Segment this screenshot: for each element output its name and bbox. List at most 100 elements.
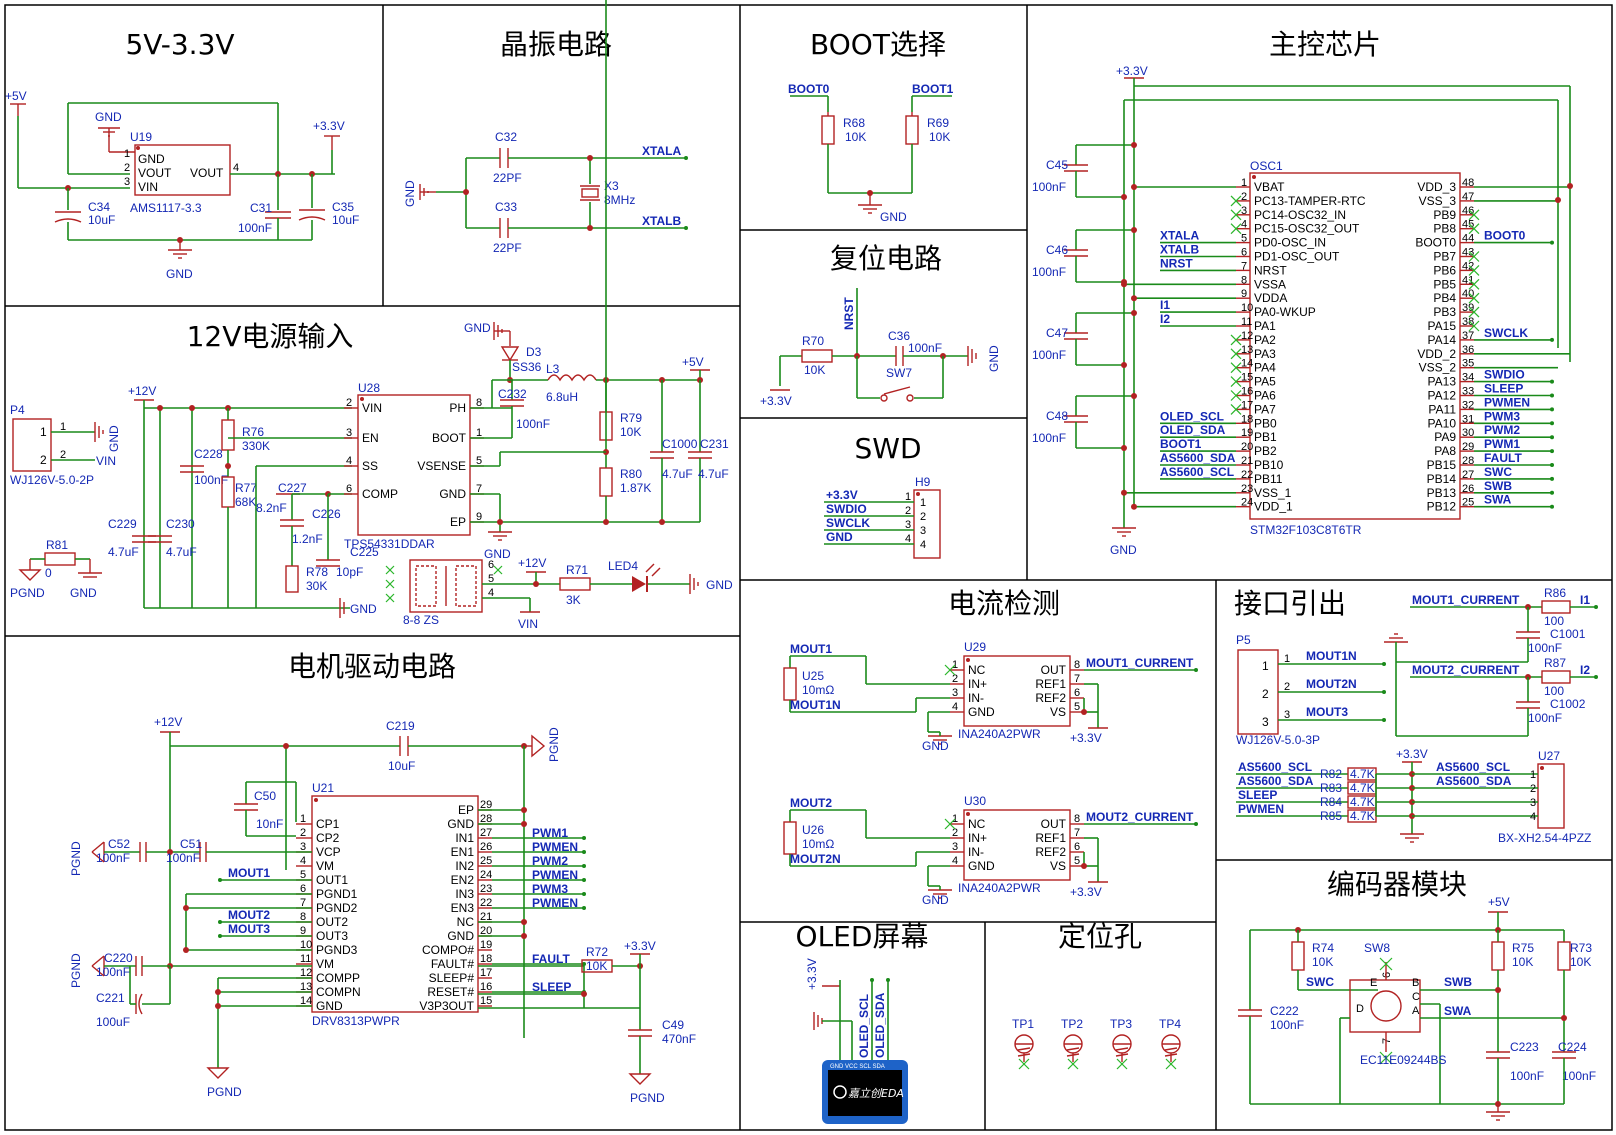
label: 18 [1241, 413, 1253, 425]
label: PC14-OSC32_IN [1254, 208, 1346, 222]
svg-text:VOUT: VOUT [138, 166, 172, 180]
u21-drv8313 [311, 795, 479, 1013]
label: 22 [1241, 469, 1253, 481]
label: C47 [1046, 326, 1068, 340]
label: PWMEN [532, 896, 578, 910]
label: 3 [1530, 797, 1536, 809]
svg-text:4: 4 [488, 587, 494, 599]
label: PWMEN [532, 868, 578, 882]
label: U30 [964, 794, 986, 808]
svg-text:U27: U27 [1538, 749, 1560, 763]
label: FAULT# [431, 957, 474, 971]
label: 17 [480, 967, 492, 979]
svg-text:嘉立创EDA: 嘉立创EDA [848, 1087, 904, 1100]
svg-text:10K: 10K [1570, 955, 1591, 969]
svg-text:R76: R76 [242, 425, 264, 439]
svg-text:MOUT1_CURRENT: MOUT1_CURRENT [1412, 593, 1520, 607]
svg-text:100nF: 100nF [1270, 1018, 1304, 1032]
svg-text:100nF: 100nF [96, 965, 130, 979]
svg-text:1: 1 [905, 491, 911, 503]
svg-text:3K: 3K [566, 593, 581, 607]
svg-text:XTALB: XTALB [642, 214, 681, 228]
title-encoder: 编码器模块 [1327, 868, 1467, 901]
svg-text:R69: R69 [927, 116, 949, 130]
label: 6 [1241, 247, 1247, 259]
label: BOOT1 [1160, 437, 1202, 451]
svg-text:4.7uF: 4.7uF [166, 545, 197, 559]
svg-text:SW8: SW8 [1364, 941, 1390, 955]
label: PB12 [1427, 500, 1457, 514]
svg-text:1: 1 [124, 148, 130, 160]
label: 19 [1241, 427, 1253, 439]
svg-text:STM32F103C8T6TR: STM32F103C8T6TR [1250, 523, 1362, 537]
label: PB13 [1427, 486, 1457, 500]
stm32-chip [1249, 172, 1461, 520]
label: 20 [1241, 441, 1253, 453]
svg-text:10K: 10K [804, 363, 825, 377]
label: CP2 [316, 831, 340, 845]
svg-text:C34: C34 [88, 200, 110, 214]
svg-text:GND: GND [880, 210, 907, 224]
label: 8 [1074, 659, 1080, 671]
label: NC [968, 663, 986, 677]
label: PD1-OSC_OUT [1254, 250, 1340, 264]
svg-text:R70: R70 [802, 334, 824, 348]
label: 7 [300, 897, 306, 909]
label: RESET# [427, 985, 474, 999]
label: 5 [476, 455, 482, 467]
label: 7 [476, 483, 482, 495]
svg-text:VIN: VIN [96, 454, 116, 468]
label: PB7 [1433, 250, 1456, 264]
svg-text:22PF: 22PF [493, 241, 522, 255]
label: NRST [1254, 263, 1287, 277]
label: EN1 [451, 845, 475, 859]
svg-text:0: 0 [45, 566, 52, 580]
label: 2 [346, 397, 352, 409]
label: MOUT1N [790, 698, 841, 712]
svg-text:I1: I1 [1580, 593, 1590, 607]
label: GND [922, 739, 949, 753]
label: 1 [1241, 177, 1247, 189]
label: PA1 [1254, 319, 1276, 333]
u28-tps54331 [357, 394, 471, 536]
svg-text:GND: GND [403, 180, 417, 207]
label: AS5600_SCL [1436, 760, 1510, 774]
label: 12 [300, 967, 312, 979]
label: 27 [480, 827, 492, 839]
label: PB15 [1427, 458, 1457, 472]
svg-text:TPS54331DDAR: TPS54331DDAR [344, 537, 435, 551]
svg-text:100uF: 100uF [96, 1015, 130, 1029]
svg-text:PGND: PGND [207, 1085, 242, 1099]
label: PB2 [1254, 444, 1277, 458]
svg-text:P4: P4 [10, 403, 25, 417]
label: VCP [316, 845, 341, 859]
label: SWDIO [1484, 368, 1525, 382]
title-reset: 复位电路 [830, 242, 942, 275]
svg-text:X3: X3 [604, 179, 619, 193]
svg-text:100nF: 100nF [1510, 1069, 1544, 1083]
label: 4.7K [1350, 767, 1375, 781]
label: TP2 [1061, 1017, 1083, 1031]
label: AS5600_SDA [1160, 451, 1236, 465]
label: SLEEP [532, 980, 571, 994]
svg-text:VIN: VIN [518, 617, 538, 631]
label: 8 [476, 397, 482, 409]
svg-text:C232: C232 [498, 387, 527, 401]
label: 45 [1462, 219, 1474, 231]
label: OUT1 [316, 873, 348, 887]
label: INA240A2PWR [958, 727, 1041, 741]
label: 16 [480, 981, 492, 993]
svg-text:GND VCC SCL SDA: GND VCC SCL SDA [830, 1064, 885, 1070]
label: 26 [480, 841, 492, 853]
svg-text:100nF: 100nF [1528, 711, 1562, 725]
label: NC [457, 915, 475, 929]
svg-text:C226: C226 [312, 507, 341, 521]
svg-text:GND: GND [138, 152, 165, 166]
svg-text:C35: C35 [332, 200, 354, 214]
label: 29 [1462, 441, 1474, 453]
label: INA240A2PWR [958, 881, 1041, 895]
label: VBAT [1254, 180, 1285, 194]
